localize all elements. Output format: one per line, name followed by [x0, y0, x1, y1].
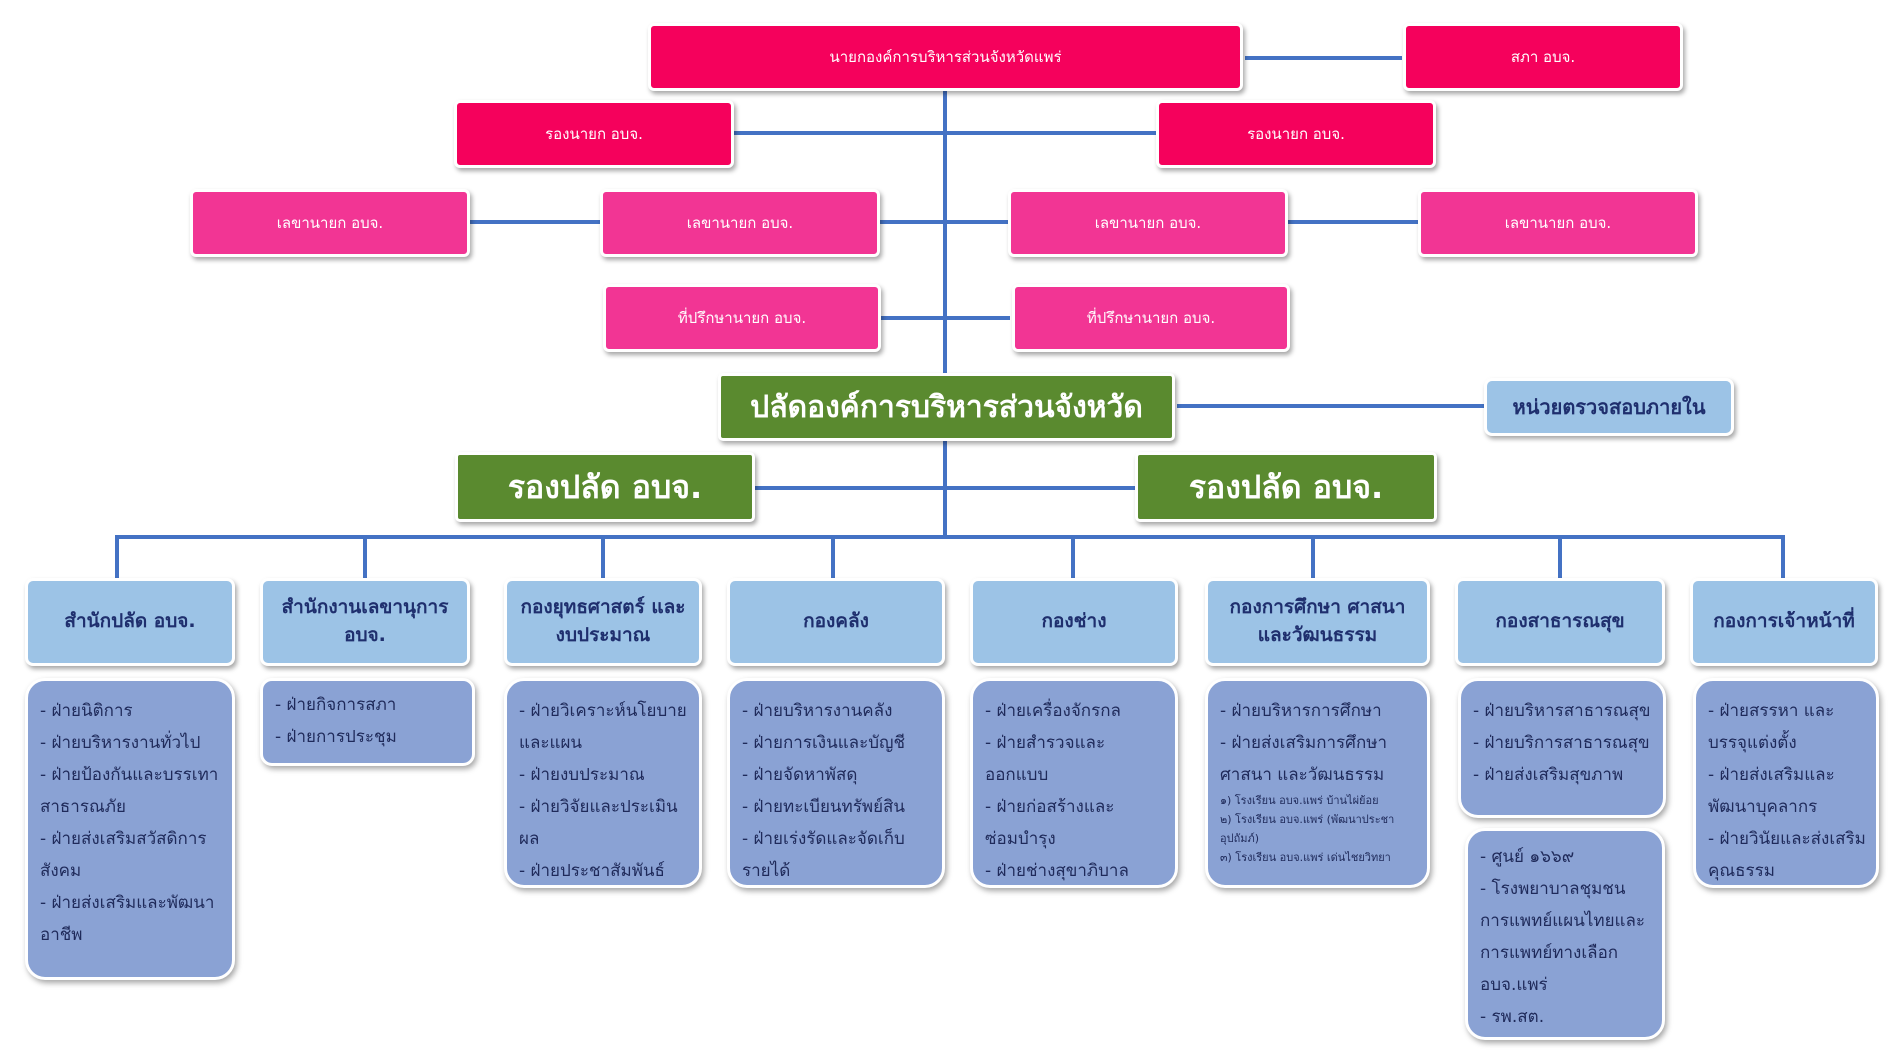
school-item: ๒) โรงเรียน อบจ.แพร่ (พัฒนาประชา [1220, 813, 1395, 826]
list-item: การแพทย์ทางเลือก [1480, 943, 1619, 963]
list-item: - ฝ่ายเร่งรัดและจัดเก็บ [742, 829, 905, 849]
secretary-box-1: เลขานายก อบจ. [190, 189, 470, 257]
department-list-8: - ฝ่ายสรรหา และ บรรจุแต่งตั้ง - ฝ่ายส่งเ… [1693, 678, 1879, 888]
list-item: การแพทย์แผนไทยและ [1480, 911, 1646, 931]
list-item: - ฝ่ายจัดหาพัสดุ [742, 765, 858, 785]
department-list-5: - ฝ่ายเครื่องจักรกล - ฝ่ายสำรวจและ ออกแบ… [970, 678, 1178, 888]
secretary-box-4: เลขานายก อบจ. [1418, 189, 1698, 257]
list-item: รายได้ [742, 861, 791, 881]
advisor-box-1: ที่ปรึกษานายก อบจ. [603, 284, 881, 352]
school-item: ๑) โรงเรียน อบจ.แพร่ บ้านไผ่ย้อย [1220, 794, 1379, 807]
list-item: - ฝ่ายทะเบียนทรัพย์สิน [742, 797, 906, 817]
list-item: - ฝ่ายวินัยและส่งเสริม [1708, 829, 1866, 849]
department-header-7: กองสาธารณสุข [1455, 578, 1665, 666]
list-item: - ฝ่ายสรรหา และ [1708, 701, 1835, 721]
list-item: พัฒนาบุคลากร [1708, 797, 1818, 817]
list-item: คุณธรรม [1708, 861, 1775, 881]
internal-audit-box: หน่วยตรวจสอบภายใน [1484, 378, 1734, 436]
department-header-5: กองช่าง [970, 578, 1178, 666]
list-item: - รพ.สต. [1480, 1007, 1545, 1027]
list-item: - ศูนย์ ๑๖๖๙ [1480, 847, 1575, 867]
school-item: อุปถัมภ์) [1220, 832, 1260, 845]
department-list-7: - ฝ่ายบริหารสาธารณสุข - ฝ่ายบริการสาธารณ… [1458, 678, 1666, 818]
department-list-3: - ฝ่ายวิเคราะห์นโยบาย และแผน - ฝ่ายงบประ… [504, 678, 702, 888]
council-box: สภา อบจ. [1403, 23, 1683, 91]
list-item: - โรงพยาบาลชุมชน [1480, 879, 1626, 899]
list-item: - ฝ่ายส่งเสริมสวัสดิการ [40, 829, 207, 849]
department-list-7-extra: - ศูนย์ ๑๖๖๙ - โรงพยาบาลชุมชน การแพทย์แผ… [1465, 828, 1665, 1040]
list-item: สาธารณภัย [40, 797, 126, 817]
list-item: บรรจุแต่งตั้ง [1708, 733, 1797, 753]
department-header-2: สำนักงานเลขานุการ อบจ. [260, 578, 470, 666]
list-item: - ฝ่ายกิจการสภา [275, 695, 397, 715]
list-item: - ฝ่ายเครื่องจักรกล [985, 701, 1121, 721]
list-item: - ฝ่ายบริหารการศึกษา [1220, 701, 1382, 721]
list-item: - ฝ่ายวิจัยและประเมินผล [519, 797, 678, 849]
list-item: - ฝ่ายก่อสร้างและ [985, 797, 1115, 817]
list-item: - ฝ่ายบริหารสาธารณสุข [1473, 701, 1651, 721]
list-item: - ฝ่ายส่งเสริมการศึกษา [1220, 733, 1388, 753]
list-item: - ฝ่ายการเงินและบัญชี [742, 733, 906, 753]
department-list-6: - ฝ่ายบริหารการศึกษา - ฝ่ายส่งเสริมการศึ… [1205, 678, 1430, 888]
department-header-8: กองการเจ้าหน้าที่ [1690, 578, 1878, 666]
list-item: - ฝ่ายส่งเสริมและ [1708, 765, 1835, 785]
list-item: - ฝ่ายส่งเสริมสุขภาพ [1473, 765, 1624, 785]
list-item: อบจ.แพร่ [1480, 975, 1548, 995]
list-item: ซ่อมบำรุง [985, 829, 1056, 849]
list-item: - ฝ่ายการประชุม [275, 727, 397, 747]
list-item: - ฝ่ายบริหารงานคลัง [742, 701, 893, 721]
list-item: ศาสนา และวัฒนธรรม [1220, 765, 1385, 785]
department-list-4: - ฝ่ายบริหารงานคลัง - ฝ่ายการเงินและบัญช… [727, 678, 945, 888]
school-item: ๓) โรงเรียน อบจ.แพร่ เด่นไชยวิทยา [1220, 851, 1391, 864]
department-header-4: กองคลัง [727, 578, 945, 666]
deputy-palad-right-box: รองปลัด อบจ. [1135, 452, 1437, 522]
department-header-6: กองการศึกษา ศาสนา และวัฒนธรรม [1205, 578, 1430, 666]
list-item: - ฝ่ายช่างสุขาภิบาล [985, 861, 1129, 881]
list-item: - ฝ่ายส่งเสริมและพัฒนา [40, 893, 215, 913]
deputy-governor-left-box: รองนายก อบจ. [454, 100, 734, 168]
palad-box: ปลัดองค์การบริหารส่วนจังหวัด [718, 373, 1175, 441]
list-item: และแผน [519, 733, 583, 753]
department-list-1: - ฝ่ายนิติการ - ฝ่ายบริหารงานทั่วไป - ฝ่… [25, 678, 235, 980]
list-item: สังคม [40, 861, 82, 881]
list-item: อาชีพ [40, 925, 83, 945]
list-item: - ฝ่ายประชาสัมพันธ์ [519, 861, 665, 881]
department-list-2: - ฝ่ายกิจการสภา - ฝ่ายการประชุม [260, 678, 475, 766]
list-item: - ฝ่ายบริการสาธารณสุข [1473, 733, 1650, 753]
deputy-palad-left-box: รองปลัด อบจ. [455, 452, 755, 522]
department-header-3: กองยุทธศาสตร์ และงบประมาณ [504, 578, 702, 666]
list-item: - ฝ่ายวิเคราะห์นโยบาย [519, 701, 687, 721]
list-item: - ฝ่ายสำรวจและ [985, 733, 1106, 753]
list-item: - ฝ่ายป้องกันและบรรเทา [40, 765, 219, 785]
list-item: ออกแบบ [985, 765, 1049, 785]
secretary-box-3: เลขานายก อบจ. [1008, 189, 1288, 257]
list-item: - ฝ่ายนิติการ [40, 701, 133, 721]
list-item: - ฝ่ายงบประมาณ [519, 765, 645, 785]
governor-box: นายกองค์การบริหารส่วนจังหวัดแพร่ [648, 23, 1243, 91]
advisor-box-2: ที่ปรึกษานายก อบจ. [1012, 284, 1290, 352]
secretary-box-2: เลขานายก อบจ. [600, 189, 880, 257]
department-header-1: สำนักปลัด อบจ. [25, 578, 235, 666]
list-item: - ฝ่ายบริหารงานทั่วไป [40, 733, 201, 753]
deputy-governor-right-box: รองนายก อบจ. [1156, 100, 1436, 168]
